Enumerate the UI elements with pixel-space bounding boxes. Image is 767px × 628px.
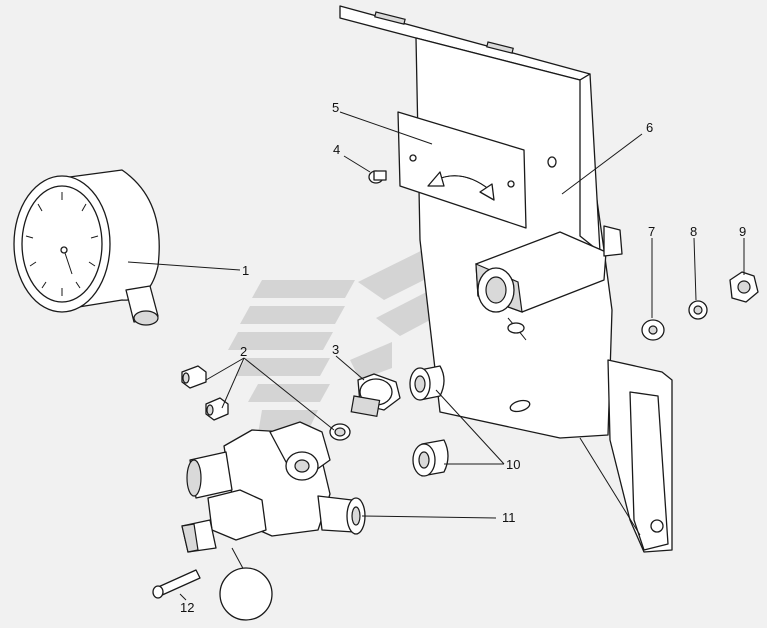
callout-9: 9 <box>739 224 746 239</box>
callout-2: 2 <box>240 344 247 359</box>
bolt-small <box>368 170 387 184</box>
nut-upper <box>181 365 207 389</box>
callout-11: 11 <box>502 510 516 525</box>
callout-labels: 1 2 3 4 5 6 7 8 9 10 11 12 <box>180 100 746 615</box>
hex-nut <box>729 271 759 303</box>
leader-lines <box>127 111 745 601</box>
pressure-gauge <box>13 169 160 326</box>
washer-flat <box>641 319 665 341</box>
callout-4: 4 <box>333 142 340 157</box>
screw <box>152 569 201 599</box>
callout-10: 10 <box>506 457 520 472</box>
callout-6: 6 <box>646 120 653 135</box>
callout-5: 5 <box>332 100 339 115</box>
washer-small <box>329 423 351 441</box>
callout-7: 7 <box>648 224 655 239</box>
callout-8: 8 <box>690 224 697 239</box>
callout-1: 1 <box>242 263 249 278</box>
callout-3: 3 <box>332 342 339 357</box>
bushing-lower <box>412 439 449 477</box>
indicator-plate <box>397 111 527 229</box>
nut-lower <box>205 397 229 421</box>
hex-fitting <box>475 225 623 341</box>
hex-plug <box>350 373 401 417</box>
washer-spring <box>688 300 708 320</box>
valve-body <box>181 421 366 621</box>
bushing-upper <box>409 365 445 401</box>
callout-12: 12 <box>180 600 194 615</box>
